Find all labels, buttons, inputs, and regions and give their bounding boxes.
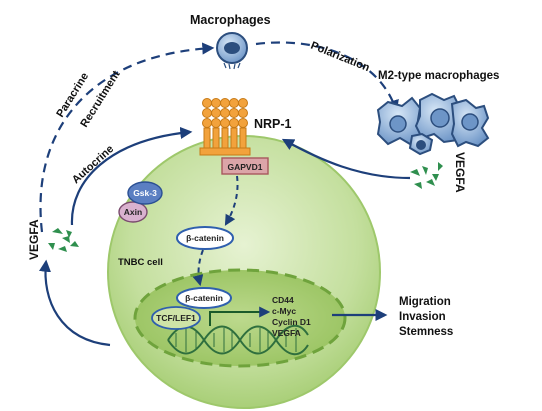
target-gene-vegfa: VEGFA [272, 328, 301, 338]
outcome-migration: Migration [399, 296, 451, 308]
vegfa-right-icon [410, 162, 443, 189]
paracrine-recruitment-arrow [39, 42, 215, 233]
autocrine-arrow [70, 126, 193, 226]
macrophage-icon [216, 32, 248, 70]
target-gene-cmyc: c-Myc [272, 306, 296, 316]
outcome-invasion: Invasion [399, 311, 446, 323]
vegfa-left-label: VEGFA [27, 219, 41, 260]
tnbc-cell-label: TNBC cell [118, 257, 163, 268]
tcf-lef1-node [151, 306, 201, 330]
beta-catenin-nuclear-node [176, 287, 232, 309]
gapvd1-signal-arrow [224, 175, 239, 226]
translocation-arrow [192, 249, 204, 287]
beta-catenin-cytoplasmic-node [176, 226, 234, 250]
gsk3-node [127, 181, 163, 205]
macrophages-label: Macrophages [190, 13, 271, 27]
gapvd1-box [221, 157, 269, 175]
gsk3-label: Gsk-3 [133, 188, 157, 198]
axin-node [118, 201, 148, 223]
target-gene-cyclin-d1: Cyclin D1 [272, 317, 311, 327]
vegfa-secretion-arrow [38, 259, 111, 347]
polarization-label: Polarization [309, 40, 372, 75]
transcription-arrow [209, 306, 271, 326]
m2-macrophages-icon [376, 92, 490, 156]
beta-catenin-cytoplasmic-label: β-catenin [186, 233, 224, 243]
axin-label: Axin [124, 207, 142, 217]
m2-macrophages-label: M2-type macrophages [378, 70, 499, 82]
vegfa-left-icon [48, 228, 79, 252]
vegfa-right-label: VEGFA [453, 152, 467, 193]
polarization-arrow [255, 41, 399, 113]
tcf-lef1-label: TCF/LEF1 [156, 313, 196, 323]
target-gene-cd44: CD44 [272, 295, 294, 305]
nrp1-receptor-icon [199, 98, 251, 156]
nrp1-label: NRP-1 [254, 117, 292, 131]
dna-helix-icon [167, 324, 309, 356]
m2-vegfa-arrow [281, 138, 411, 180]
beta-catenin-nuclear-label: β-catenin [185, 293, 223, 303]
outcome-list: Migration Invasion Stemness [399, 296, 453, 338]
outcome-stemness: Stemness [399, 326, 453, 338]
autocrine-label: Autocrine [70, 143, 116, 186]
target-gene-list: CD44 c-Myc Cyclin D1 VEGFA [272, 295, 311, 338]
gapvd1-label: GAPVD1 [228, 162, 263, 172]
